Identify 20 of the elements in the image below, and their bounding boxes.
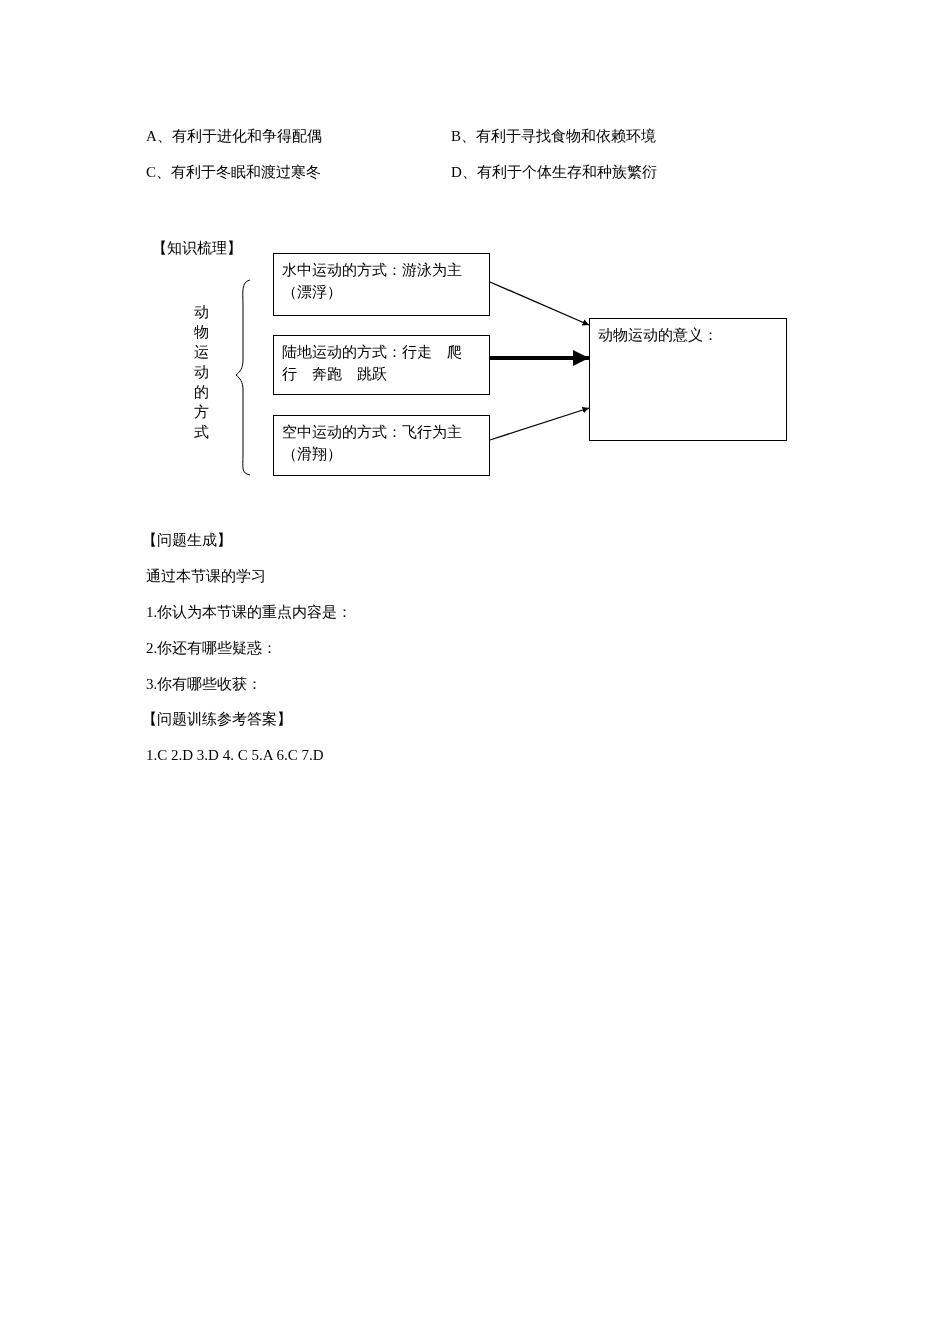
option-text: A、有利于进化和争得配偶	[146, 127, 322, 146]
option-text: D、有利于个体生存和种族繁衍	[451, 163, 657, 182]
section-heading: 【问题生成】	[142, 531, 232, 550]
question-text: 3.你有哪些收获：	[146, 675, 263, 694]
text-box: 水中运动的方式：游泳为主（漂浮）	[273, 253, 490, 316]
text-box: 陆地运动的方式：行走 爬行 奔跑 跳跃	[273, 335, 490, 395]
section-heading: 【知识梳理】	[152, 238, 242, 258]
question-text: 1.你认为本节课的重点内容是：	[146, 603, 353, 622]
text-box: 动物运动的意义：	[589, 318, 787, 441]
question-text: 2.你还有哪些疑惑：	[146, 639, 278, 658]
vertical-heading: 动物运动的方式	[193, 302, 209, 442]
arrow	[490, 350, 589, 366]
option-text: B、有利于寻找食物和依赖环境	[451, 127, 656, 146]
body-text: 通过本节课的学习	[146, 567, 266, 586]
arrow	[489, 406, 590, 441]
section-heading: 【问题训练参考答案】	[142, 710, 292, 729]
text-box: 空中运动的方式：飞行为主（滑翔）	[273, 415, 490, 476]
option-text: C、有利于冬眠和渡过寒冬	[146, 163, 321, 182]
answer-text: 1.C 2.D 3.D 4. C 5.A 6.C 7.D	[146, 746, 324, 765]
arrow	[489, 281, 590, 326]
